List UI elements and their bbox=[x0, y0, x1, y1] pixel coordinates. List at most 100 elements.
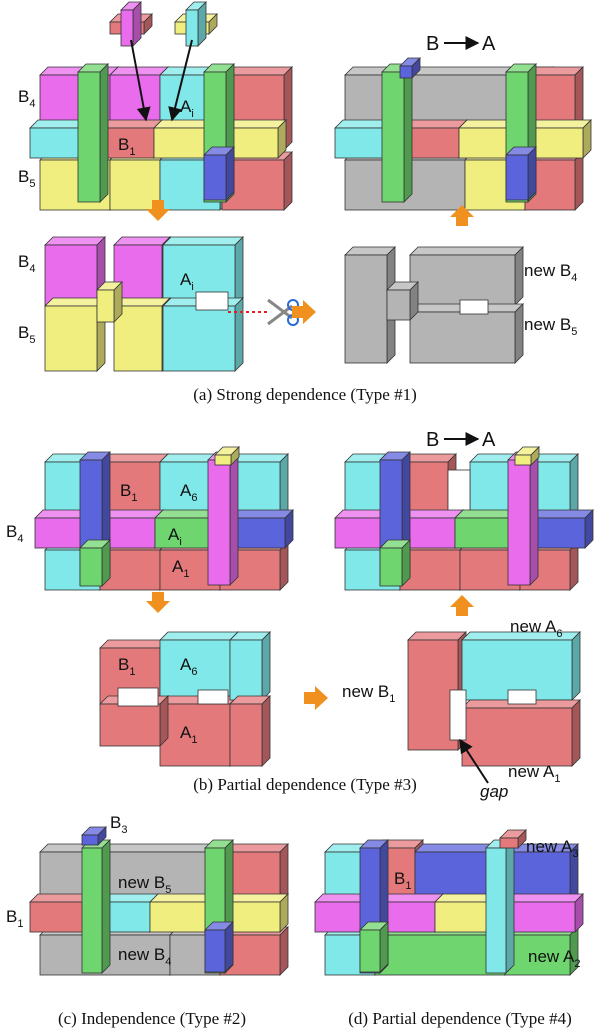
a3-cyan-bot-front bbox=[162, 305, 236, 372]
b2-relation-right: A bbox=[482, 429, 496, 451]
b4-label-na6-subscript: 6 bbox=[556, 628, 562, 640]
b1-post-green-front bbox=[79, 547, 103, 587]
b1-post-magenta-side bbox=[229, 451, 239, 586]
a1-cross1-post bbox=[120, 1, 142, 47]
a1-red-bot-side bbox=[283, 151, 293, 211]
a4-label-nb5-text: new B bbox=[524, 315, 571, 334]
a2-post-green1 bbox=[381, 63, 413, 203]
caption-b: (b) Partial dependence (Type #3) bbox=[193, 775, 417, 794]
a1-label-b5-text: B bbox=[18, 167, 29, 186]
a1-cross2-post bbox=[185, 1, 207, 47]
a4-left-top bbox=[344, 246, 396, 256]
b1-post-green-side bbox=[101, 539, 111, 587]
d-post-cyan bbox=[485, 839, 515, 974]
a1-label-b1: B1 bbox=[118, 135, 135, 158]
a1-insert-arrow2 bbox=[168, 39, 193, 122]
d-label-na2: new A2 bbox=[528, 947, 580, 970]
a4-slot bbox=[459, 299, 489, 315]
a3-label-b5-subscript: 5 bbox=[29, 334, 35, 346]
a3-slot bbox=[195, 291, 229, 311]
a3-label-b4-subscript: 4 bbox=[29, 263, 35, 275]
a2-red-bot-side bbox=[574, 151, 584, 211]
a1-cross2-post-side bbox=[197, 1, 207, 47]
a4-top-side bbox=[514, 246, 524, 306]
d-label-na3-text: new A bbox=[526, 837, 573, 856]
c-label-b1-subscript: 1 bbox=[17, 918, 23, 930]
d-post-green-side bbox=[379, 921, 389, 973]
a-down-arrow bbox=[146, 200, 170, 221]
a4-connector bbox=[386, 281, 419, 321]
b1-label-a6: A6 bbox=[180, 481, 197, 504]
c-label-b1-text: B bbox=[6, 907, 17, 926]
c-label-b3-text: B bbox=[110, 813, 121, 832]
b1-post-magenta-front bbox=[207, 459, 231, 586]
b-down-arrow bbox=[146, 592, 170, 613]
a4-left-front bbox=[344, 254, 388, 364]
b1-red-br-side bbox=[279, 541, 289, 591]
a3-b5-left bbox=[44, 297, 106, 372]
a1-label-b4-subscript: 4 bbox=[29, 98, 35, 110]
b1-label-a1-text: A bbox=[172, 557, 184, 576]
b4-slot bbox=[507, 689, 537, 705]
d-label-na3: new A3 bbox=[526, 837, 578, 860]
d-label-b1: B1 bbox=[394, 869, 411, 892]
b3-red-bl-front bbox=[99, 703, 161, 747]
a1-insert-arrow1 bbox=[130, 39, 151, 122]
c-red-bot-side bbox=[279, 926, 289, 976]
b3-red-right-front bbox=[229, 703, 263, 767]
c-label-nb5-text: new B bbox=[118, 873, 165, 892]
a-right-arrow bbox=[292, 300, 316, 324]
b2-red-br-side bbox=[569, 541, 579, 591]
caption-c: (c) Independence (Type #2) bbox=[58, 1009, 246, 1028]
a1-label-b1-subscript: 1 bbox=[129, 146, 135, 158]
c-post-blue-side bbox=[224, 921, 234, 973]
a1-label-ai: Ai bbox=[180, 97, 194, 120]
a2-rod-yellow2 bbox=[520, 119, 592, 159]
a3-label-b4: B4 bbox=[18, 252, 35, 275]
a4-top-top bbox=[409, 246, 524, 256]
c-label-nb4-subscript: 4 bbox=[165, 956, 171, 968]
a3-label-b5-text: B bbox=[18, 323, 29, 342]
a3-b5-left-front bbox=[44, 305, 98, 372]
d-rod-yellow-front bbox=[434, 901, 496, 933]
b2-rod-green-front bbox=[454, 517, 516, 549]
b4-gap-arrow bbox=[459, 738, 489, 784]
b1-label-b4-text: B bbox=[6, 522, 17, 541]
d-post-cyan-front bbox=[485, 847, 507, 974]
b2-post-green-front bbox=[379, 547, 403, 587]
b1-label-b1-text: B bbox=[120, 481, 131, 500]
b3-a6-top bbox=[159, 631, 239, 641]
a1-b4-mid-top bbox=[109, 66, 169, 76]
a3-b4-right-top bbox=[113, 236, 171, 246]
b1-label-b1: B1 bbox=[120, 481, 137, 504]
b2-post-magenta bbox=[507, 451, 539, 586]
c-gray-top-top bbox=[39, 843, 229, 853]
c-post-blue bbox=[204, 921, 234, 973]
a2-relation-right: A bbox=[482, 33, 496, 55]
a2-post-blue bbox=[505, 146, 537, 201]
c-label-nb4-text: new B bbox=[118, 945, 165, 964]
b3-label-a1-subscript: 1 bbox=[191, 734, 197, 746]
a4-top-front bbox=[409, 254, 516, 306]
b2-relation-left: B bbox=[426, 429, 439, 451]
b1-label-ai-subscript: i bbox=[179, 536, 181, 548]
a1-cross2-post-front bbox=[185, 9, 199, 47]
d-post-cyan-side bbox=[505, 839, 515, 974]
a2-cap-blue-front bbox=[399, 65, 413, 79]
d-cap-red bbox=[499, 829, 527, 849]
a3-b5-right-front bbox=[113, 305, 163, 372]
a3-ai-side bbox=[234, 236, 244, 306]
b4-label-na6-text: new A bbox=[510, 617, 557, 636]
a1-label-ai-subscript: i bbox=[191, 108, 193, 120]
b1-post-magenta bbox=[207, 451, 239, 586]
a4-label-nb5: new B5 bbox=[524, 315, 577, 338]
c-cap-blue-front bbox=[81, 834, 99, 846]
b4-a6 bbox=[461, 631, 581, 701]
b1-label-b4: B4 bbox=[6, 522, 23, 545]
b2-post-green bbox=[379, 539, 411, 587]
d-label-na2-text: new A bbox=[528, 947, 575, 966]
a4-label-nb4-text: new B bbox=[524, 261, 571, 280]
a1-post-blue bbox=[203, 146, 235, 201]
b4-a1-front bbox=[461, 707, 573, 767]
a3-label-b5: B5 bbox=[18, 323, 35, 346]
